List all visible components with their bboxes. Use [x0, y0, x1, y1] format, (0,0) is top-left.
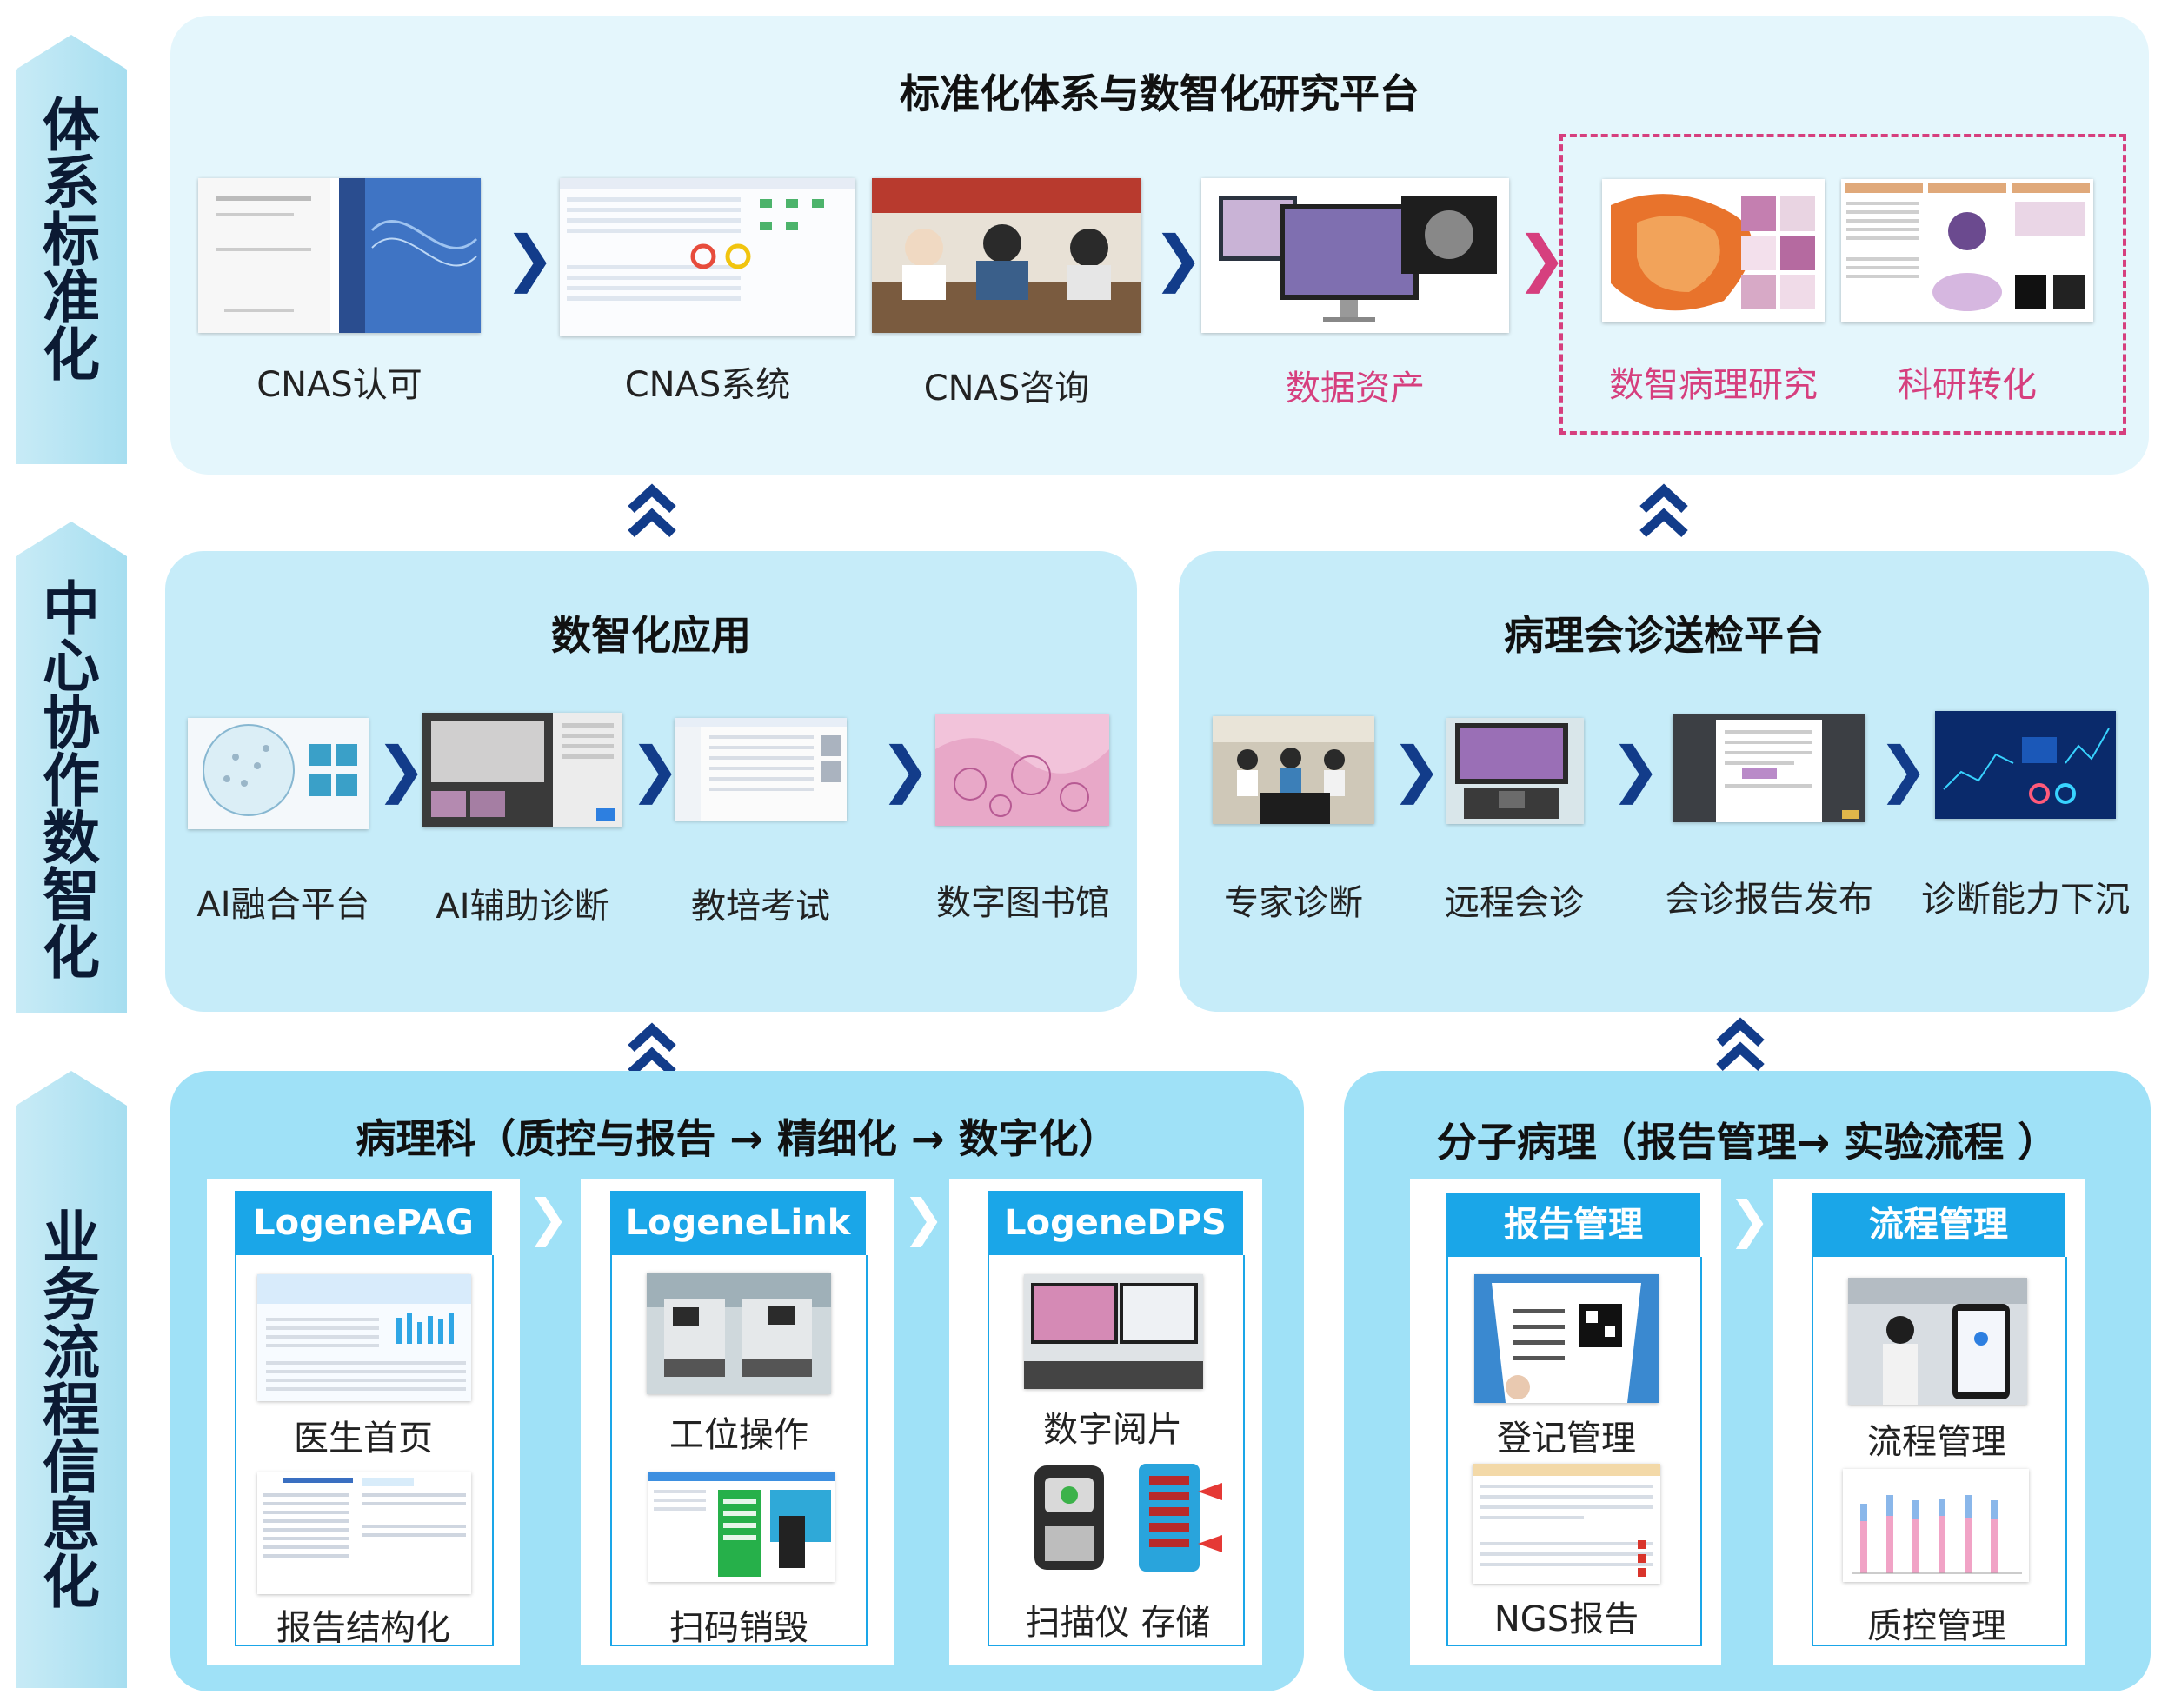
training-exam-image — [675, 718, 847, 821]
research-translation-label: 科研转化 — [1898, 365, 2037, 405]
chevron-right-icon: ❯ — [1728, 1190, 1771, 1249]
quality-control-label: 质控管理 — [1867, 1606, 2006, 1646]
double-chevron-up-icon — [628, 483, 676, 538]
cnas-consulting-photo — [872, 178, 1141, 333]
pathology-department-title: 病理科（质控与报告 → 精细化 → 数字化） — [356, 1115, 1119, 1162]
ai-platform-label: AI融合平台 — [196, 885, 370, 925]
side-label-standardization: 体系标准化 — [43, 92, 100, 389]
data-assets-label: 数据资产 — [1286, 369, 1425, 409]
chevron-right-icon: ❯ — [902, 1188, 945, 1247]
ngs-report-image — [1473, 1464, 1660, 1584]
ai-diagnosis-label: AI辅助诊断 — [436, 887, 609, 927]
research-translation-image — [1841, 179, 2093, 322]
chevron-right-icon: ❯ — [527, 1188, 569, 1247]
process-management-label: 流程管理 — [1867, 1422, 2006, 1462]
ngs-report-label: NGS报告 — [1493, 1599, 1639, 1639]
registration-photo — [1474, 1274, 1659, 1403]
workstation-operation-label: 工位操作 — [669, 1415, 808, 1455]
side-tag-business — [16, 1071, 127, 1688]
process-management-header: 流程管理 — [1812, 1193, 2065, 1257]
standard-platform-title: 标准化体系与数智化研究平台 — [900, 70, 1420, 117]
digital-library-image — [935, 714, 1109, 826]
double-chevron-up-icon — [1639, 483, 1688, 538]
structured-report-image — [257, 1472, 471, 1594]
side-tag-collaboration — [16, 522, 127, 1013]
chevron-right-icon: ❯ — [1153, 223, 1204, 294]
chevron-right-icon: ❯ — [1610, 734, 1661, 805]
registration-label: 登记管理 — [1497, 1419, 1636, 1459]
scan-destroy-photo — [648, 1472, 835, 1582]
workstation-operation-photo — [647, 1273, 831, 1394]
cnas-system-label: CNAS系统 — [624, 365, 791, 405]
scanner-storage-image — [1026, 1457, 1231, 1578]
remote-consultation-label: 远程会诊 — [1445, 883, 1584, 923]
side-label-collaboration: 中心协作数智化 — [43, 575, 100, 987]
quality-control-chart — [1843, 1469, 2029, 1582]
scan-destroy-label: 扫码销毁 — [669, 1608, 808, 1648]
training-exam-label: 教培考试 — [691, 887, 830, 927]
scanner-storage-label: 扫描仪 存储 — [1025, 1603, 1211, 1643]
ai-platform-image — [188, 718, 369, 829]
consultation-platform-title: 病理会诊送检平台 — [1504, 612, 1824, 659]
molecular-pathology-title: 分子病理（报告管理→ 实验流程 ） — [1436, 1119, 2058, 1166]
remote-consultation-photo — [1446, 718, 1584, 824]
process-management-photo — [1848, 1278, 2027, 1405]
consultation-report-image — [1673, 714, 1865, 822]
cnas-system-image — [560, 178, 855, 336]
report-management-header: 报告管理 — [1446, 1193, 1700, 1257]
digital-reading-photo — [1024, 1274, 1203, 1389]
chevron-right-icon: ❯ — [1878, 734, 1929, 805]
ai-diagnosis-image — [422, 713, 622, 827]
logenedps-header: LogeneDPS — [988, 1191, 1243, 1255]
double-chevron-up-icon — [1716, 1017, 1765, 1072]
side-label-business: 业务流程信息化 — [43, 1205, 100, 1616]
digital-applications-title: 数智化应用 — [551, 612, 751, 659]
consultation-report-label: 会诊报告发布 — [1665, 880, 1873, 920]
cnas-certificate-image — [198, 178, 481, 333]
chevron-right-icon: ❯ — [504, 223, 555, 294]
expert-diagnosis-photo — [1213, 716, 1374, 824]
chevron-right-icon: ❯ — [1516, 223, 1567, 294]
doctor-home-image — [257, 1274, 471, 1401]
digital-reading-label: 数字阅片 — [1043, 1410, 1182, 1450]
cnas-consulting-label: CNAS咨询 — [923, 369, 1090, 409]
side-tag-standardization — [16, 35, 127, 464]
digital-library-label: 数字图书馆 — [936, 883, 1110, 923]
structured-report-label: 报告结构化 — [276, 1608, 450, 1648]
logenepag-header: LogenePAG — [235, 1191, 492, 1255]
double-chevron-up-icon — [628, 1022, 676, 1077]
digital-pathology-research-label: 数智病理研究 — [1609, 365, 1818, 405]
research-dashed-group — [1559, 134, 2126, 435]
diagnosis-capability-dashboard — [1935, 711, 2116, 819]
doctor-home-label: 医生首页 — [294, 1419, 433, 1459]
cnas-certification-label: CNAS认可 — [256, 365, 422, 405]
chevron-right-icon: ❯ — [880, 734, 931, 805]
chevron-right-icon: ❯ — [629, 734, 681, 805]
logenelink-header: LogeneLink — [610, 1191, 866, 1255]
expert-diagnosis-label: 专家诊断 — [1224, 883, 1363, 923]
data-assets-image — [1201, 178, 1509, 333]
chevron-right-icon: ❯ — [376, 734, 427, 805]
chevron-right-icon: ❯ — [1391, 734, 1442, 805]
digital-pathology-research-image — [1602, 179, 1825, 322]
diagnosis-capability-label: 诊断能力下沉 — [1921, 880, 2130, 920]
